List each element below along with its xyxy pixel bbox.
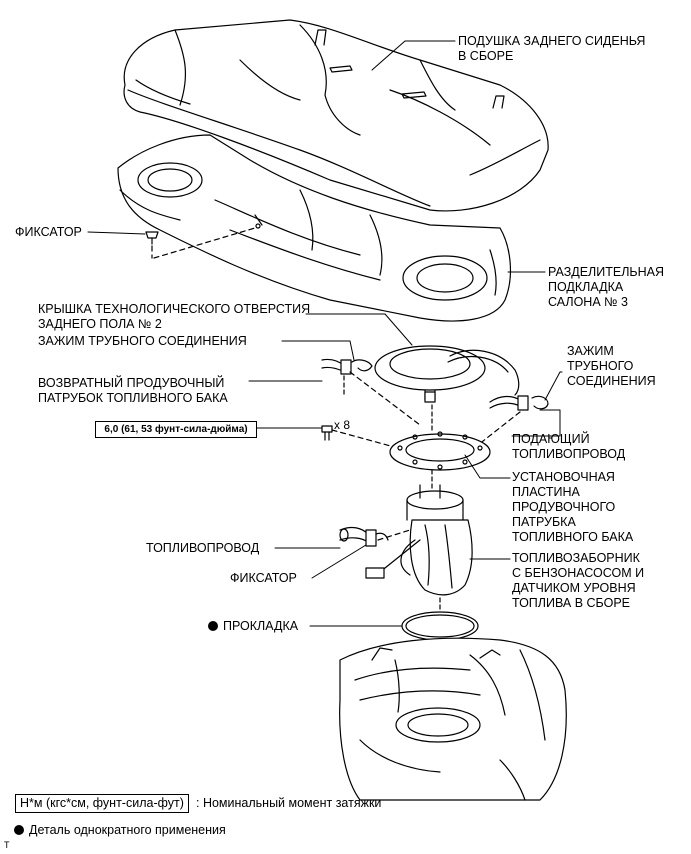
label-retainer-top: ФИКСАТОР bbox=[15, 225, 82, 239]
label-retainer-bottom: ФИКСАТОР bbox=[230, 571, 297, 585]
bolt-count: x 8 bbox=[334, 418, 351, 432]
non-reusable-bullet-icon bbox=[14, 825, 24, 835]
mounting-plate-drawing bbox=[389, 404, 491, 471]
seat-cushion-drawing bbox=[123, 19, 549, 212]
label-fuel-line: ТОПЛИВОПРОВОД bbox=[146, 541, 260, 555]
leader-lines bbox=[87, 40, 563, 627]
service-hole-cover-drawing bbox=[374, 345, 520, 403]
separator-pad-drawing bbox=[117, 134, 511, 322]
label-gasket: ПРОКЛАДКА bbox=[208, 619, 298, 634]
corner-mark: T bbox=[4, 840, 10, 850]
label-tube-clamp-left: ЗАЖИМ ТРУБНОГО СОЕДИНЕНИЯ bbox=[38, 334, 247, 348]
legend-torque-desc: : Номинальный момент затяжки bbox=[196, 796, 382, 810]
feed-pipe-drawing bbox=[477, 395, 549, 446]
legend-torque-units: Н*м (кгс*см, фунт-сила-фут) bbox=[15, 794, 189, 813]
fuel-tank-drawing bbox=[339, 637, 567, 801]
fuel-line-drawing bbox=[339, 526, 411, 547]
torque-spec-box: 6,0 (61, 53 фунт-сила-дюйма) bbox=[95, 421, 257, 438]
bolt-drawing bbox=[321, 425, 399, 449]
non-reusable-bullet-icon bbox=[208, 621, 218, 631]
fuel-pump-assembly-drawing bbox=[365, 469, 473, 596]
legend-non-reusable: Деталь однократного применения bbox=[14, 823, 226, 837]
retainer-top-drawing bbox=[145, 227, 256, 259]
legend-non-reusable-text: Деталь однократного применения bbox=[29, 823, 226, 837]
return-hose-drawing bbox=[321, 358, 421, 426]
